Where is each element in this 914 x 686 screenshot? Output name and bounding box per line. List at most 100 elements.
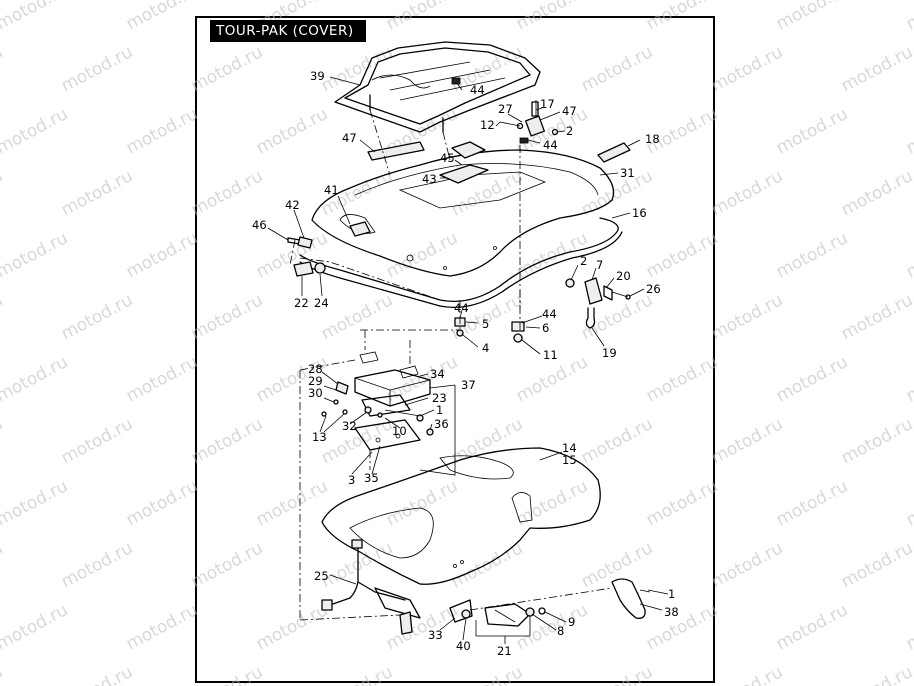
callout-2: 2 <box>566 124 573 138</box>
callout-15: 15 <box>562 453 577 467</box>
watermark-text: motod.ru <box>643 228 721 282</box>
pad-part-18 <box>597 142 631 163</box>
watermark-text: motod.ru <box>838 662 914 686</box>
callout-2: 2 <box>580 254 587 268</box>
watermark-text: motod.ru <box>578 42 656 96</box>
watermark-text: motod.ru <box>773 0 851 34</box>
watermark-text: motod.ru <box>838 290 914 344</box>
liner-part-14 <box>321 447 601 585</box>
callout-17: 17 <box>540 97 555 111</box>
watermark-text: motod.ru <box>708 538 786 592</box>
watermark-text: motod.ru <box>188 290 266 344</box>
callout-5: 5 <box>482 317 489 331</box>
callout-27: 27 <box>498 102 513 116</box>
callout-24: 24 <box>314 296 329 310</box>
watermark-text: motod.ru <box>0 42 6 96</box>
callout-11: 11 <box>543 348 558 362</box>
watermark-text: motod.ru <box>188 42 266 96</box>
watermark-text: motod.ru <box>903 228 914 282</box>
watermark-text: motod.ru <box>838 538 914 592</box>
watermark-text: motod.ru <box>123 352 201 406</box>
callout-45: 45 <box>440 151 455 165</box>
hardware-left <box>287 236 326 277</box>
callout-34: 34 <box>430 367 445 381</box>
callout-18: 18 <box>645 132 660 146</box>
watermark-text: motod.ru <box>0 600 71 654</box>
watermark-text: motod.ru <box>58 414 136 468</box>
watermark-text: motod.ru <box>903 600 914 654</box>
watermark-text: motod.ru <box>123 600 201 654</box>
latch-mechanism-part-23 <box>321 381 434 436</box>
watermark-text: motod.ru <box>58 42 136 96</box>
watermark-text: motod.ru <box>123 0 201 34</box>
watermark-text: motod.ru <box>903 104 914 158</box>
watermark-text: motod.ru <box>383 476 461 530</box>
watermark-text: motod.ru <box>188 414 266 468</box>
watermark-text: motod.ru <box>253 228 331 282</box>
callout-labels: 39 44 27 17 47 12 2 44 18 47 45 31 43 41… <box>252 69 679 658</box>
watermark-text: motod.ru <box>318 42 396 96</box>
callout-12: 12 <box>480 118 495 132</box>
watermark-text: motod.ru <box>0 414 6 468</box>
watermark-text: motod.ru <box>58 290 136 344</box>
callout-32: 32 <box>342 419 357 433</box>
callout-41: 41 <box>324 183 339 197</box>
watermark-text: motod.ru <box>708 42 786 96</box>
watermark-text: motod.ru <box>578 662 656 686</box>
watermark-text: motod.ru <box>318 662 396 686</box>
watermark-text: motod.ru <box>318 414 396 468</box>
watermark-text: motod.ru <box>188 538 266 592</box>
watermark-text: motod.ru <box>773 600 851 654</box>
cover-shell-part-31 <box>311 141 615 277</box>
latch-handle-part-34 <box>354 351 431 407</box>
callout-28: 28 <box>308 362 323 376</box>
callout-19: 19 <box>602 346 617 360</box>
watermark-text: motod.ru <box>383 352 461 406</box>
watermark-text: motod.ru <box>383 0 461 34</box>
watermark-text: motod.ru <box>643 0 721 34</box>
wire-harness-part-25 <box>321 539 421 635</box>
watermark-text: motod.ru <box>0 538 6 592</box>
watermark-text: motod.ru <box>0 662 6 686</box>
watermark-text: motod.ru <box>773 104 851 158</box>
watermark-text: motod.ru <box>448 42 526 96</box>
watermark-text: motod.ru <box>58 662 136 686</box>
plate-part-35 <box>354 419 421 451</box>
callout-25: 25 <box>314 569 329 583</box>
watermark-text: motod.ru <box>448 538 526 592</box>
callout-10: 10 <box>392 424 407 438</box>
watermark-text: motod.ru <box>643 476 721 530</box>
callout-21: 21 <box>497 644 512 658</box>
callout-44: 44 <box>470 83 485 97</box>
luggage-rack-part-39 <box>334 41 541 133</box>
watermark-text: motod.ru <box>253 476 331 530</box>
hardware-upper-right <box>499 100 559 144</box>
callout-30: 30 <box>308 386 323 400</box>
watermark-text: motod.ru <box>903 352 914 406</box>
lower-latch-part-21 <box>449 599 546 627</box>
watermark-text: motod.ru <box>318 290 396 344</box>
watermark-text: motod.ru <box>0 228 71 282</box>
watermark-text: motod.ru <box>838 42 914 96</box>
callout-26: 26 <box>646 282 661 296</box>
callout-13: 13 <box>312 430 327 444</box>
callout-35: 35 <box>364 471 379 485</box>
callout-leader-lines <box>267 76 669 644</box>
callout-1: 1 <box>436 403 443 417</box>
watermark-text: motod.ru <box>708 414 786 468</box>
watermark-text: motod.ru <box>708 290 786 344</box>
watermark-text: motod.ru <box>903 476 914 530</box>
watermark-text: motod.ru <box>0 104 71 158</box>
watermark-text: motod.ru <box>708 166 786 220</box>
callout-38: 38 <box>664 605 679 619</box>
gasket-part-16 <box>299 217 623 309</box>
watermark-text: motod.ru <box>123 476 201 530</box>
watermark-text: motod.ru <box>773 228 851 282</box>
watermark-text: motod.ru <box>838 166 914 220</box>
watermark-text: motod.ru <box>0 0 71 34</box>
callout-4: 4 <box>482 341 489 355</box>
callout-44: 44 <box>543 138 558 152</box>
callout-8: 8 <box>557 624 564 638</box>
